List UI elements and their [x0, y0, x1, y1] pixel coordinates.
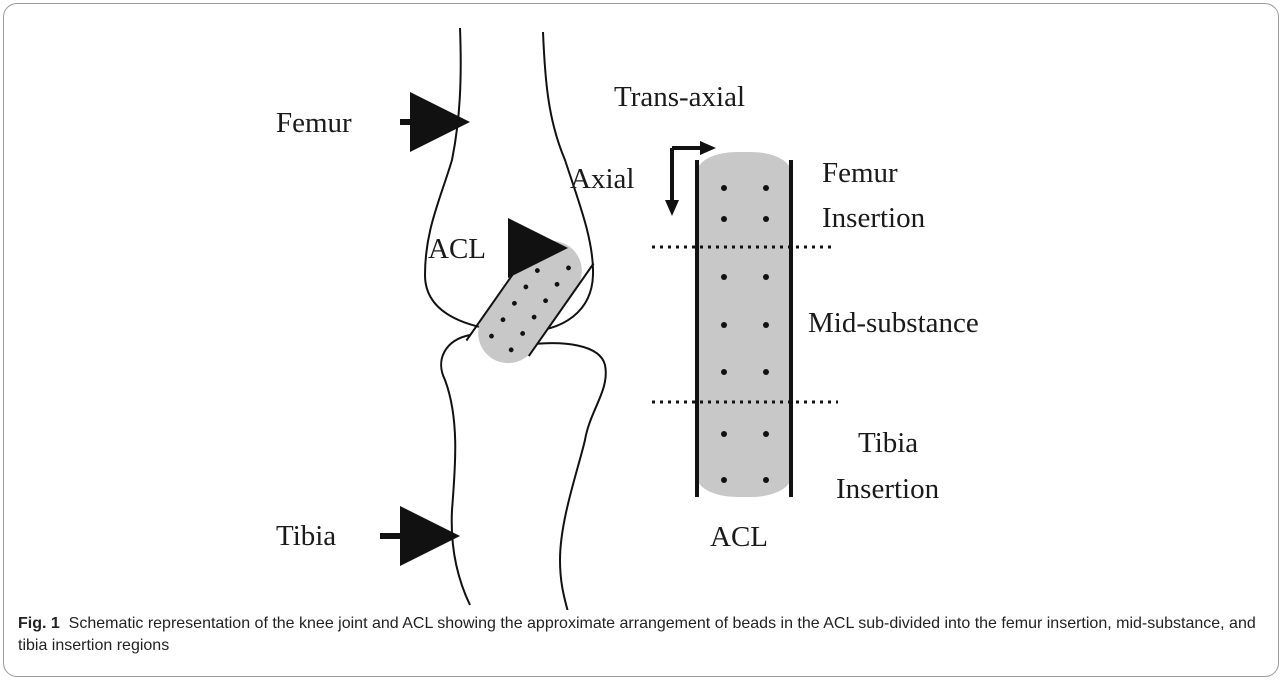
axial-arrow-head — [665, 200, 679, 216]
tibia-bone-outline — [441, 335, 606, 610]
label-femur-insertion-2: Insertion — [822, 202, 926, 234]
label-tibia: Tibia — [276, 520, 336, 552]
figure-caption: Fig. 1 Schematic representation of the k… — [18, 613, 1268, 657]
label-trans-axial: Trans-axial — [614, 81, 745, 113]
label-tibia-insertion-1: Tibia — [858, 427, 918, 459]
label-femur: Femur — [276, 107, 352, 139]
label-acl-bottom: ACL — [710, 521, 768, 553]
knee-acl-diagram: Femur ACL Tibia Trans-axial Axial Femur … — [0, 0, 1284, 610]
trans-axial-arrow-head — [700, 141, 716, 155]
caption-text: Schematic representation of the knee joi… — [18, 615, 1256, 654]
label-mid-substance: Mid-substance — [808, 307, 979, 339]
caption-label: Fig. 1 — [18, 615, 60, 632]
label-tibia-insertion-2: Insertion — [836, 473, 940, 505]
label-acl-knee: ACL — [428, 233, 486, 265]
label-axial: Axial — [570, 163, 634, 195]
label-femur-insertion-1: Femur — [822, 157, 898, 189]
